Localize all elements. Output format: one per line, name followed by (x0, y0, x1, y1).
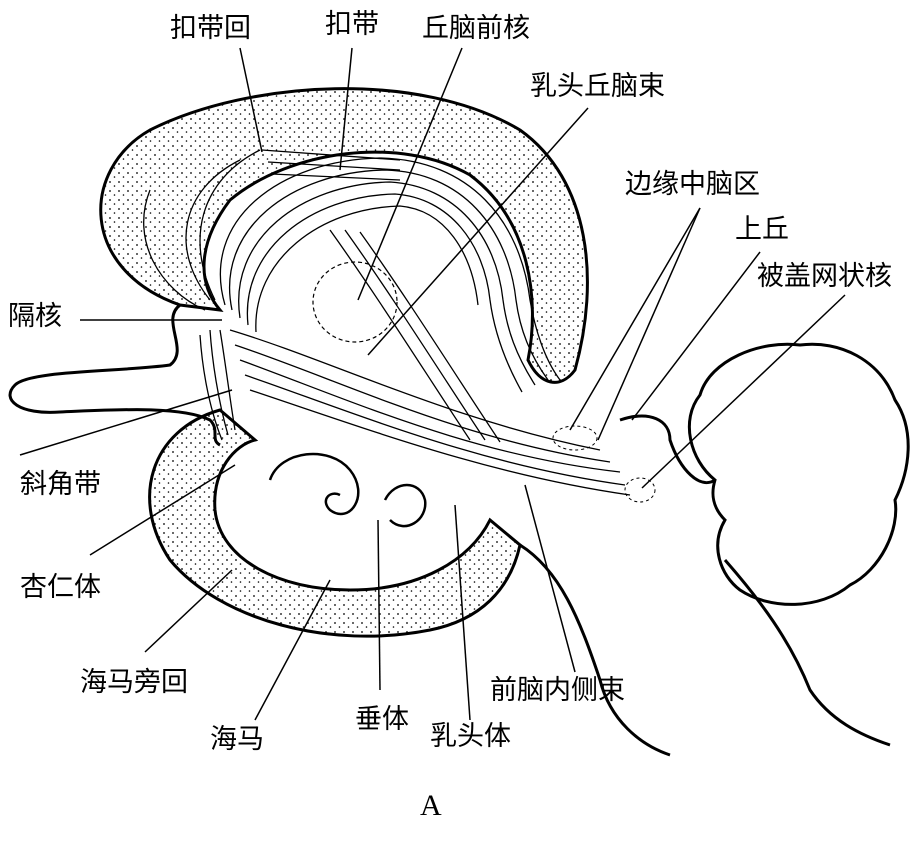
leader-limbic-midbrain-2 (597, 207, 701, 441)
leader-medial-forebrain (524, 484, 576, 673)
label-superior-colliculus: 上丘 (735, 214, 789, 245)
leader-cingulum (339, 47, 353, 171)
leader-parahippocampal (144, 569, 233, 653)
brainstem-outline (519, 414, 716, 757)
label-cingulate-gyrus: 扣带回 (170, 13, 251, 44)
leader-mammillary (454, 504, 471, 721)
label-anterior-thalamic-nucleus: 丘脑前核 (422, 13, 530, 44)
label-mammillothalamic-tract: 乳头丘脑束 (530, 71, 665, 102)
label-parahippocampal-gyrus: 海马旁回 (80, 667, 188, 698)
label-limbic-midbrain-area: 边缘中脑区 (625, 169, 760, 200)
figure-caption: A (420, 789, 442, 822)
label-hippocampus: 海马 (210, 724, 264, 755)
label-medial-forebrain-bundle: 前脑内侧束 (490, 675, 625, 706)
leader-tegmental (641, 294, 846, 489)
label-tegmental-reticular-nucleus: 被盖网状核 (757, 261, 892, 292)
label-cingulum: 扣带 (325, 9, 379, 40)
spinal-cord-outline (723, 559, 891, 747)
label-fimbria: 垂体 (355, 704, 409, 735)
fiber-bundles (143, 149, 631, 496)
hippocampus-curl-outline (268, 452, 360, 516)
label-septal-nucleus: 隔核 (8, 301, 62, 332)
parahippocampal-gyrus-band (148, 408, 522, 638)
cingulate-gyrus-band (99, 87, 589, 384)
cerebellum-outline (687, 342, 910, 606)
leader-fimbria (377, 519, 381, 691)
leader-hippocampus (254, 579, 331, 721)
leader-superior-colliculus (631, 251, 761, 421)
leader-mammillothalamic (367, 107, 589, 356)
anterior-thalamic-nucleus-shape (312, 261, 398, 343)
mammillary-region-outline (383, 483, 427, 528)
leader-cingulate-gyrus (239, 47, 263, 153)
leader-limbic-midbrain-1 (569, 207, 701, 431)
leader-anterior-thalamic (357, 47, 463, 301)
label-amygdala: 杏仁体 (20, 572, 101, 603)
leader-amygdala (89, 464, 236, 556)
leader-diagonal-band (19, 389, 233, 456)
label-mammillary-body: 乳头体 (430, 721, 511, 752)
leader-lines (19, 47, 846, 721)
septal-region-outline (8, 303, 221, 447)
label-diagonal-band: 斜角带 (20, 469, 101, 500)
limbic-midbrain-area-shape (552, 425, 598, 451)
tegmental-nucleus-shape (624, 477, 656, 503)
